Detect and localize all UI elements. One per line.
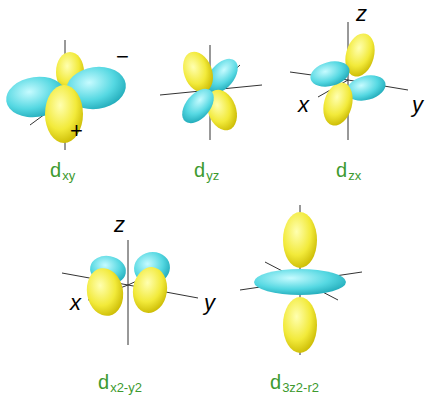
orbital-name: d [98,372,109,392]
orbital-name: d [336,160,347,180]
axis-label: x [70,292,81,314]
orbital-name: d [270,372,281,392]
axis-label: z [114,214,125,236]
axis-label: z [356,3,367,25]
orbital-subscript: xy [62,169,75,182]
phase-sign: − [116,46,129,68]
orbital-subscript: 3z2-r2 [282,381,319,394]
orbital-subscript: x2-y2 [110,381,142,394]
axis-label: y [412,94,423,116]
orbital-subscript: yz [206,169,219,182]
axis-label: x [298,94,309,116]
orbital-name: d [194,160,205,180]
orbital-name: d [50,160,61,180]
phase-sign: + [70,120,83,142]
axis-label: y [204,292,215,314]
orbital-subscript: zx [348,169,361,182]
